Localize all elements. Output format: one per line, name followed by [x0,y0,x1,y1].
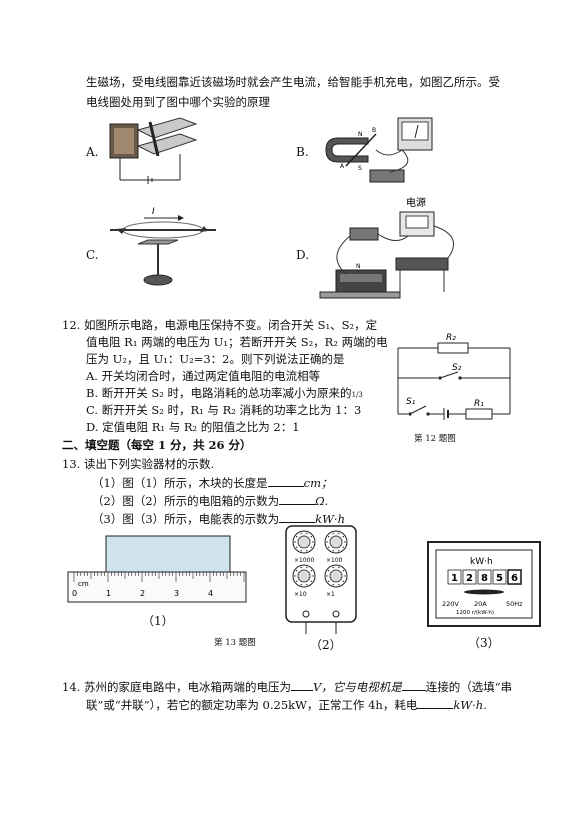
q13-fig-2-label: （2） [310,638,342,652]
q13-blank-1[interactable] [267,474,304,487]
ruler-tick-label: 0 [72,589,77,598]
resistance-dial: ×1 [324,564,348,598]
q12-fig-r2-label: R₂ [446,333,456,343]
q12-fig-s2-label: S₂ [452,363,462,373]
meter-spec: 50Hz [506,600,523,608]
ruler-tick-label: 2 [140,589,145,598]
intro-line-1: 生磁场，受电线圈靠近该磁场时就会产生电流，给智能手机充电，如图乙所示。受 [86,75,500,89]
resistance-dial: ×1000 [292,530,316,564]
meter-digit: 5 [496,573,503,584]
meter-digit: 1 [451,573,458,584]
q12-fig-r1-label: R₁ [474,399,484,409]
q14-blank-energy[interactable] [417,696,454,709]
dial-multiplier-label: ×1000 [294,557,314,564]
q13-fig-1-label: （1） [142,614,174,628]
meter-digit: 2 [466,573,473,584]
q12-option-a: A. 开关均闭合时，通过两定值电阻的电流相等 [86,369,321,383]
intro-line-2: 电线圈处用到了图中哪个实验的原理 [86,95,270,109]
q12-option-b: B. 断开开关 S₂ 时，电路消耗的总功率减小为原来的1/3 [86,386,363,400]
q12-fig-s1-label: S₁ [406,397,416,407]
meter-spec: 220V [442,600,459,608]
figure-b-a-label: A [340,163,345,170]
figure-d-motor-experiment: 电源 N [319,196,455,299]
q12-option-d: D. 定值电阻 R₁ 与 R₂ 的阻值之比为 2：1 [86,420,300,434]
q13-figure-caption: 第 13 题图 [214,638,256,648]
figure-b-n-label: N [358,131,363,138]
meter-digit: 8 [481,573,488,584]
q13-blank-3[interactable] [279,510,316,523]
meter-spec: 20A [474,600,487,608]
q12-option-b-fraction: 1/3 [351,391,363,399]
resistance-dial: ×100 [324,530,348,564]
figure-b-galvanometer-experiment: N S A B [325,117,433,183]
ruler-ticks: 0 1 2 3 4 [72,572,245,598]
q12-circuit-diagram: R₂ S₂ S₁ R₁ [397,333,511,420]
q13-resistance-box: ×1000 ×100 ×10 ×1 [285,525,357,634]
q13-blank-2[interactable] [279,492,316,505]
resistance-dial: ×10 [292,564,316,598]
figure-c-oersted-experiment: I [110,207,216,286]
q12-figure-caption: 第 12 题图 [414,434,456,444]
q13-fig-3-label: （3） [468,636,500,650]
ruler-tick-label: 3 [174,589,179,598]
q13-ruler-figure: cm 0 1 2 3 4 [67,535,247,603]
q13-stem: 13. 读出下列实验器材的示数. [62,457,215,471]
figure-a-rails-experiment [109,117,198,184]
dial-multiplier-label: ×1 [326,591,335,598]
section-2-title: 二、填空题（每空 1 分，共 26 分） [62,438,252,452]
figure-c-i-label: I [152,207,155,217]
option-d-label: D. [296,248,310,262]
ruler-tick-label: 1 [106,589,111,598]
q12-option-c: C. 断开开关 S₂ 时，R₁ 与 R₂ 消耗的功率之比为 1：3 [86,403,362,417]
figure-b-s-label: S [358,165,362,172]
q14-blank-voltage[interactable] [290,678,313,691]
option-a-label: A. [86,145,99,159]
meter-rate-label: 1200 r/(kW·h) [456,610,494,616]
q12-stem-line-3: 压为 U₂，且 U₁：U₂=3：2。则下列说法正确的是 [86,352,345,366]
meter-unit-label: kW·h [470,557,493,567]
figure-b-b-label: B [372,127,376,134]
figure-d-n-label: N [356,263,361,270]
dial-multiplier-label: ×10 [294,591,307,598]
q14-blank-connection[interactable] [401,678,426,691]
figure-d-source-label: 电源 [406,196,426,209]
option-c-label: C. [86,248,99,262]
ruler-unit-label: cm [78,580,89,588]
ruler-tick-label: 4 [208,589,213,598]
dial-multiplier-label: ×100 [326,557,343,564]
q12-stem-line-1: 12. 如图所示电路，电源电压保持不变。闭合开关 S₁、S₂，定 [62,318,378,332]
option-b-label: B. [296,145,309,159]
q12-stem-line-2: 值电阻 R₁ 两端的电压为 U₁；若断开开关 S₂，R₂ 两端的电 [86,335,388,349]
meter-digit: 6 [511,573,518,584]
